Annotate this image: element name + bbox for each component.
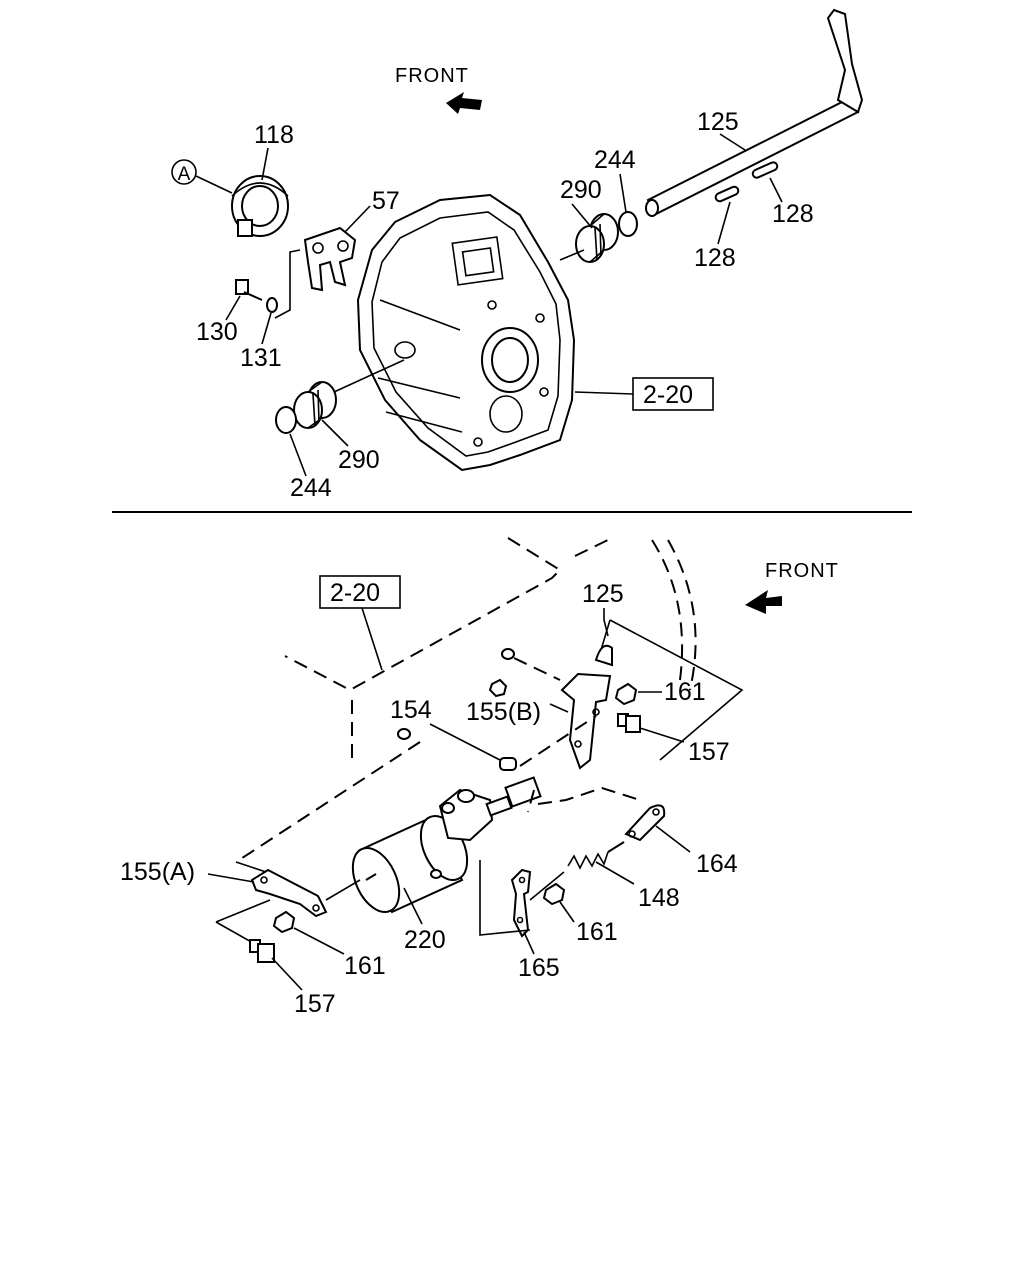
bracket-155a bbox=[250, 868, 328, 918]
front-arrow-icon bbox=[446, 92, 482, 114]
label-165: 165 bbox=[518, 954, 560, 982]
label-161-lower: 161 bbox=[344, 952, 386, 980]
top-section: FRONT A 118 57 130 bbox=[171, 8, 864, 502]
clutch-housing bbox=[356, 193, 576, 472]
label-154: 154 bbox=[390, 696, 432, 724]
callout-a-circle bbox=[171, 159, 197, 185]
washer-131 bbox=[266, 297, 278, 313]
ref-box-top-label: 2-20 bbox=[643, 381, 693, 409]
lever-164 bbox=[624, 804, 666, 842]
release-fork-57 bbox=[303, 226, 357, 292]
label-125-top: 125 bbox=[697, 108, 739, 136]
ref-box-bottom bbox=[319, 575, 401, 609]
label-161-upper: 161 bbox=[664, 678, 706, 706]
label-244-upper: 244 bbox=[594, 146, 636, 174]
label-220: 220 bbox=[404, 926, 446, 954]
front-arrow-icon-bottom bbox=[745, 590, 782, 614]
label-131: 131 bbox=[240, 344, 282, 372]
label-125-bottom: 125 bbox=[582, 580, 624, 608]
release-bearing-118 bbox=[231, 175, 289, 237]
key-128-a bbox=[714, 185, 740, 203]
bracket-155b bbox=[560, 672, 612, 770]
label-57: 57 bbox=[372, 187, 400, 215]
nut-161-lower bbox=[272, 910, 296, 934]
bracket-165 bbox=[510, 868, 532, 938]
spring-148 bbox=[567, 841, 625, 870]
nut-161-middle bbox=[542, 882, 566, 906]
bushing-290-upper bbox=[575, 213, 619, 263]
label-157-upper: 157 bbox=[688, 738, 730, 766]
seal-244-upper bbox=[618, 211, 638, 237]
bolt-157-upper bbox=[617, 713, 641, 733]
label-244-lower: 244 bbox=[290, 474, 332, 502]
pin-154 bbox=[499, 757, 517, 771]
front-label-bottom: FRONT bbox=[765, 560, 839, 582]
cross-shaft-125 bbox=[645, 8, 864, 217]
seal-244-lower bbox=[275, 406, 297, 434]
label-130: 130 bbox=[196, 318, 238, 346]
bolt-157-lower bbox=[249, 939, 275, 963]
label-290-upper: 290 bbox=[560, 176, 602, 204]
front-label-top: FRONT bbox=[395, 65, 469, 87]
bolt-130 bbox=[235, 279, 263, 301]
booster-220 bbox=[351, 776, 542, 914]
callout-a-label: A bbox=[178, 164, 191, 185]
label-155a: 155(A) bbox=[120, 858, 195, 886]
label-161-middle: 161 bbox=[576, 918, 618, 946]
key-128-b bbox=[751, 161, 779, 179]
ref-box-bottom-label: 2-20 bbox=[330, 579, 380, 607]
label-148: 148 bbox=[638, 884, 680, 912]
nut-161-upper bbox=[614, 682, 638, 706]
bushing-290-lower bbox=[293, 381, 337, 429]
label-128-b: 128 bbox=[772, 200, 814, 228]
label-290-lower: 290 bbox=[338, 446, 380, 474]
label-155b: 155(B) bbox=[466, 698, 541, 726]
label-157-lower: 157 bbox=[294, 990, 336, 1018]
label-118: 118 bbox=[254, 121, 294, 149]
bottom-section: FRONT 2-20 161 bbox=[120, 537, 839, 1018]
label-164: 164 bbox=[696, 850, 738, 878]
label-128-a: 128 bbox=[694, 244, 736, 272]
